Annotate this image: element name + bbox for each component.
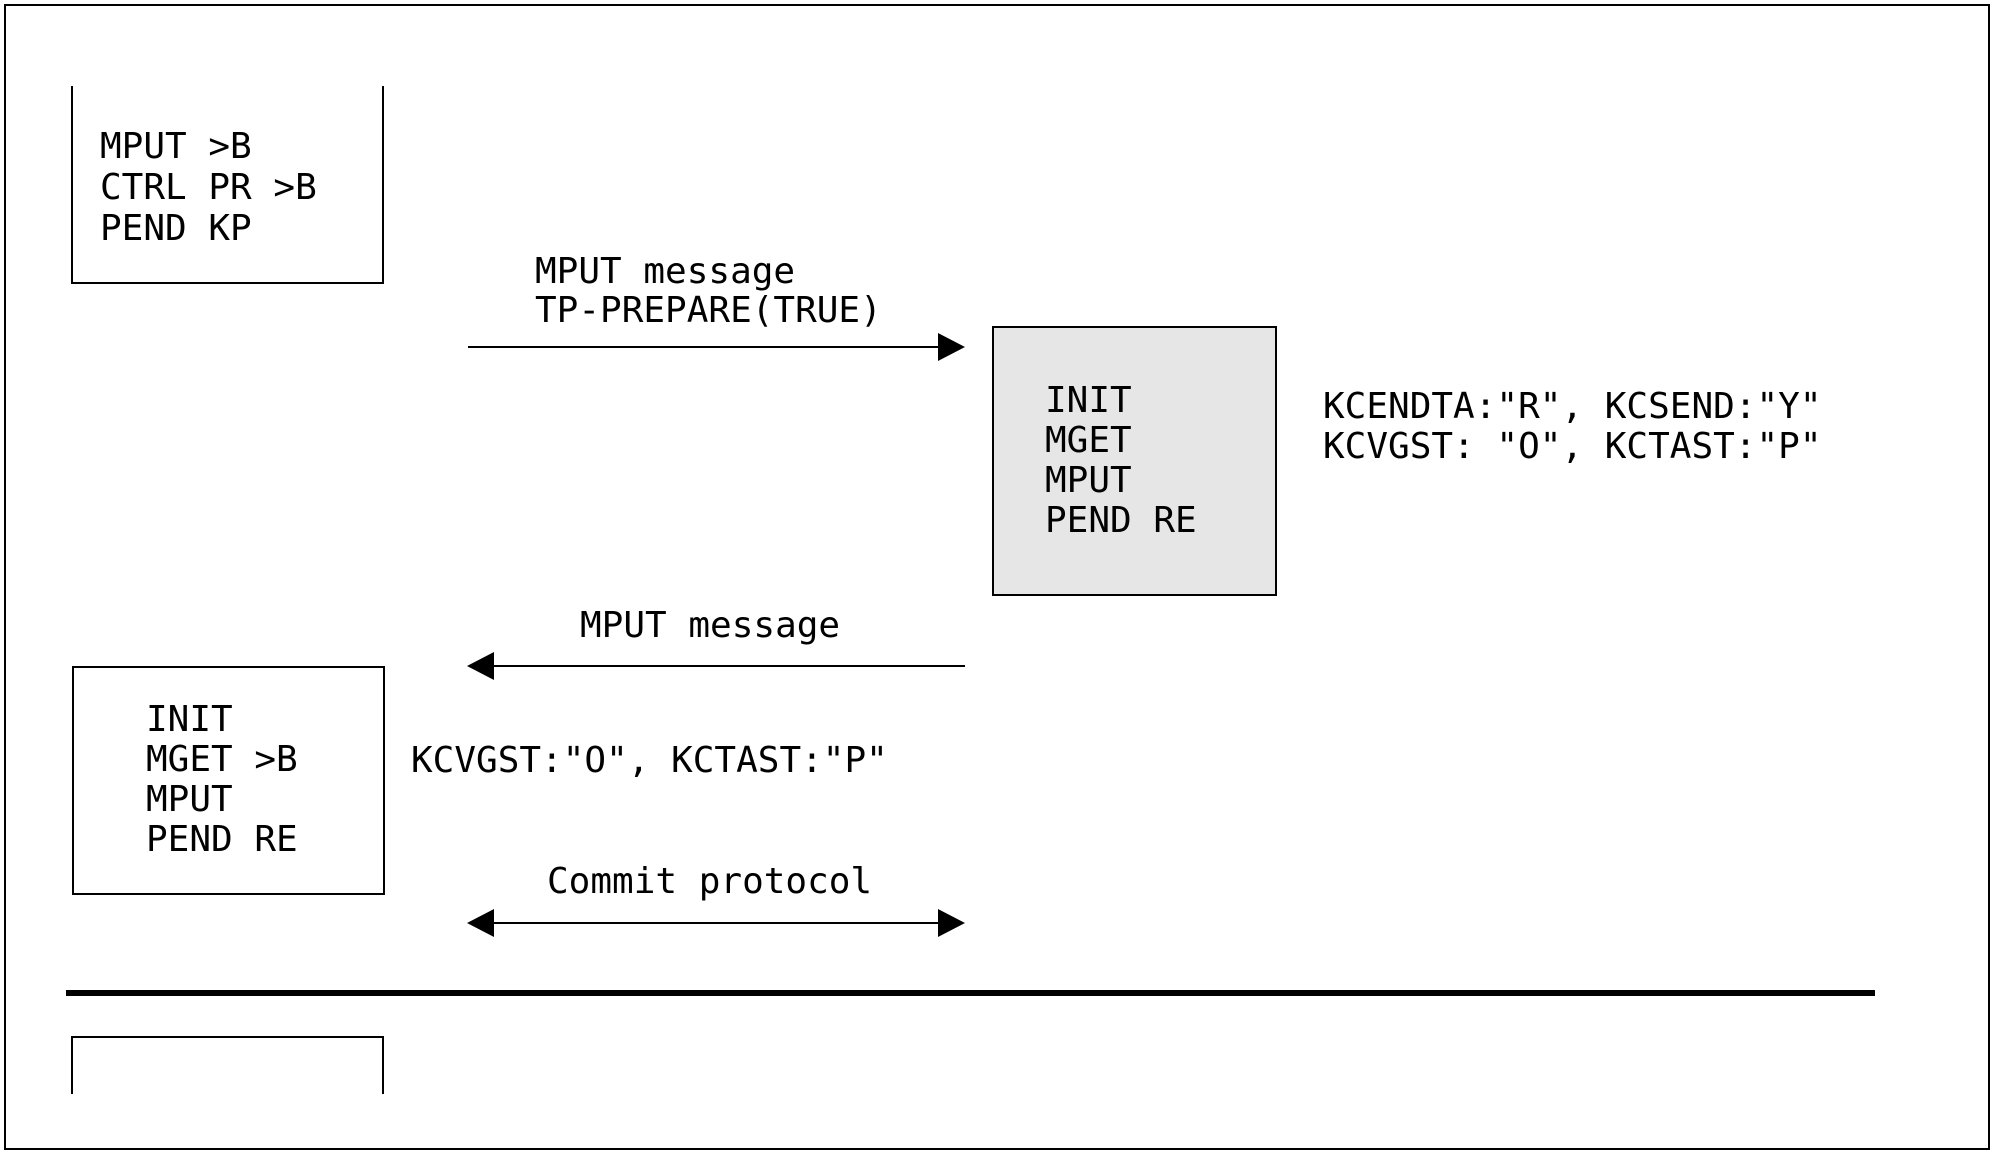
left-top-box-line-2: CTRL PR >B	[100, 167, 317, 208]
outer-frame	[4, 4, 1990, 1150]
right-status-line-1: KCENDTA:"R", KCSEND:"Y"	[1323, 386, 1822, 427]
left-mid-box-line-1: INIT	[146, 699, 233, 740]
arrow-1-label-line-1: MPUT message	[535, 251, 795, 292]
right-status-line-2: KCVGST: "O", KCTAST:"P"	[1323, 426, 1822, 467]
right-box-line-2: MGET	[1045, 420, 1132, 461]
arrow-2-head-left	[467, 652, 494, 680]
arrow-3-head-right	[938, 909, 965, 937]
left-bottom-box	[71, 1036, 384, 1094]
arrow-2-label: MPUT message	[580, 605, 840, 646]
left-mid-box-line-2: MGET >B	[146, 739, 298, 780]
right-box-line-4: PEND RE	[1045, 500, 1197, 541]
right-box-line-3: MPUT	[1045, 460, 1132, 501]
arrow-3-head-left	[467, 909, 494, 937]
left-top-box-line-3: PEND KP	[100, 208, 252, 249]
right-box-line-1: INIT	[1045, 380, 1132, 421]
arrow-1-head-right	[938, 333, 965, 361]
left-mid-box	[72, 666, 385, 895]
left-top-box	[71, 86, 384, 284]
right-box	[992, 326, 1277, 596]
arrow-1-label-line-2: TP-PREPARE(TRUE)	[535, 290, 882, 331]
left-top-box-line-1: MPUT >B	[100, 126, 252, 167]
arrow-3-label: Commit protocol	[547, 861, 872, 902]
left-status-line-1: KCVGST:"O", KCTAST:"P"	[411, 740, 888, 781]
left-mid-box-line-4: PEND RE	[146, 819, 298, 860]
left-mid-box-line-3: MPUT	[146, 779, 233, 820]
